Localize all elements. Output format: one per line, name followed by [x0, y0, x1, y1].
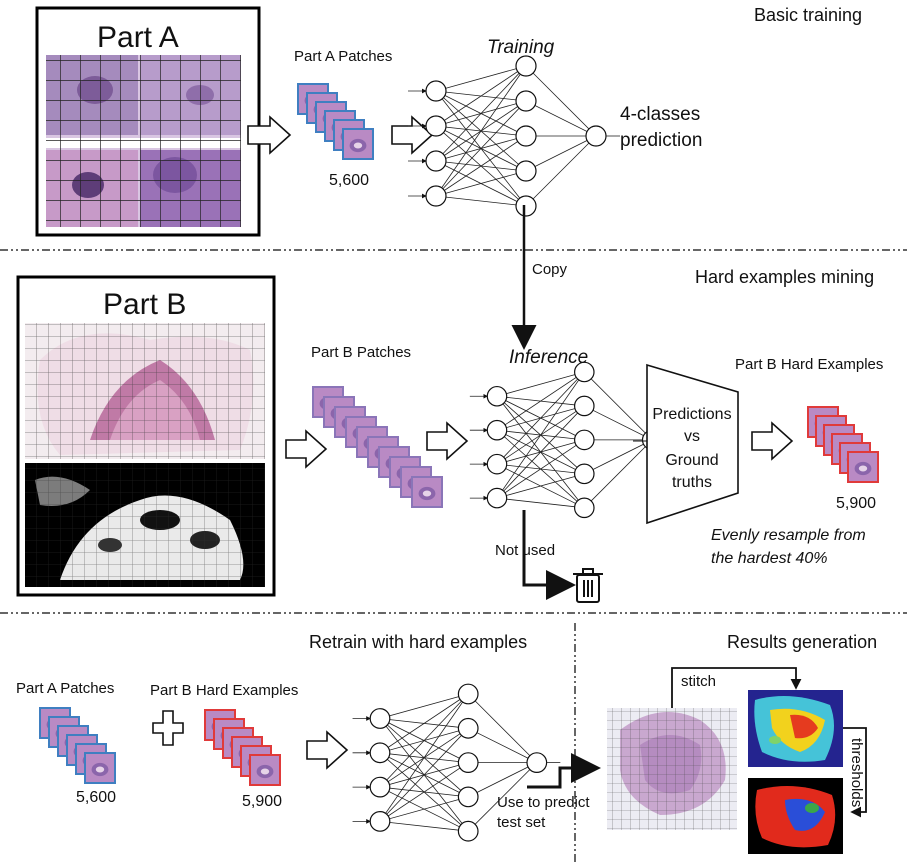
network-retrain — [352, 683, 561, 842]
part-b-hard-label: Part B Hard Examples — [735, 356, 884, 373]
network-node — [457, 717, 479, 739]
part-b-hard-stack — [807, 406, 879, 483]
network-node — [369, 776, 391, 798]
predict-label-line2: test set — [497, 814, 546, 831]
trash-icon — [573, 568, 603, 603]
part-b-title: Part B — [103, 288, 187, 321]
resample-line2: the hardest 40% — [711, 550, 828, 567]
network-node — [486, 453, 508, 475]
network-node — [515, 90, 537, 112]
network-node — [573, 395, 595, 417]
network-node — [585, 125, 607, 147]
network-node — [486, 385, 508, 407]
network-node — [425, 80, 447, 102]
retrain-a-label: Part A Patches — [16, 680, 115, 697]
part-a-title: Part A — [97, 21, 179, 54]
network-node — [457, 820, 479, 842]
network-training — [408, 55, 620, 217]
thresholds-arrow — [843, 727, 867, 818]
predict-label-line1: Use to predict — [497, 794, 590, 811]
plus-icon — [152, 710, 184, 746]
not-used-arrow — [522, 510, 576, 600]
network-node — [369, 811, 391, 832]
patch-tile — [84, 752, 116, 784]
output-label-line1: 4-classes — [620, 104, 701, 125]
network-node — [457, 752, 479, 773]
network-node — [457, 683, 479, 705]
section-title-basic: Basic training — [754, 5, 863, 25]
network-node — [515, 160, 537, 182]
block-arrow-r1 — [306, 730, 349, 770]
block-arrow-b3 — [751, 421, 794, 461]
retrain-a-count: 5,600 — [76, 789, 117, 806]
network-node — [526, 752, 548, 773]
network-node — [425, 150, 447, 172]
part-b-slide-tissue — [25, 323, 265, 459]
compare-line3: Ground — [665, 452, 719, 469]
test-slide — [607, 708, 737, 830]
training-label: Training — [487, 37, 555, 58]
part-b-patch-stack — [312, 386, 443, 508]
network-node — [573, 497, 595, 519]
compare-line1: Predictions — [652, 406, 732, 423]
threshold-result-image — [748, 778, 843, 854]
not-used-label: Not used — [495, 542, 556, 559]
stitch-arrow — [671, 667, 802, 708]
network-node — [425, 185, 447, 207]
part-a-patch-stack — [297, 83, 374, 160]
part-b-hard-count: 5,900 — [836, 495, 877, 512]
network-node — [486, 419, 508, 441]
network-node — [573, 463, 595, 485]
heatmap-image — [748, 690, 843, 767]
network-node — [457, 786, 479, 808]
network-node — [425, 115, 447, 137]
network-node — [515, 55, 537, 77]
stitch-label: stitch — [681, 673, 717, 690]
retrain-part-b-stack — [204, 709, 281, 786]
part-b-patches-label: Part B Patches — [311, 344, 412, 361]
section-title-retrain: Retrain with hard examples — [309, 632, 528, 652]
thresholds-label: thresholds — [848, 738, 865, 808]
network-node — [486, 487, 508, 509]
patch-tile — [847, 451, 879, 483]
patch-tile — [342, 128, 374, 160]
part-b-slide-mask — [25, 463, 265, 587]
section-title-results: Results generation — [727, 632, 878, 652]
predict-arrow — [527, 753, 601, 789]
output-label-line2: prediction — [620, 130, 703, 151]
network-node — [573, 361, 595, 383]
part-a-slide — [46, 55, 241, 227]
retrain-b-count: 5,900 — [242, 793, 283, 810]
network-node — [369, 742, 391, 764]
network-node — [369, 708, 391, 729]
copy-label: Copy — [532, 261, 568, 278]
block-arrow-b2 — [426, 421, 469, 461]
patch-tile — [249, 754, 281, 786]
compare-line2: vs — [684, 428, 700, 445]
network-node — [573, 429, 595, 451]
block-arrow-a1 — [247, 115, 292, 155]
retrain-part-a-stack — [39, 707, 116, 784]
patch-tile — [411, 476, 443, 508]
part-a-patches-label: Part A Patches — [294, 48, 393, 65]
network-node — [515, 125, 537, 147]
network-inference — [469, 361, 676, 519]
compare-line4: truths — [671, 474, 712, 491]
part-a-count: 5,600 — [329, 172, 370, 189]
resample-line1: Evenly resample from — [711, 527, 866, 544]
section-title-mining: Hard examples mining — [695, 267, 875, 287]
retrain-b-label: Part B Hard Examples — [150, 682, 299, 699]
comparison-trapezoid — [646, 363, 739, 525]
network-node — [515, 195, 537, 217]
inference-label: Inference — [509, 347, 589, 368]
block-arrow-a2 — [391, 115, 434, 155]
block-arrow-b1 — [285, 429, 328, 469]
